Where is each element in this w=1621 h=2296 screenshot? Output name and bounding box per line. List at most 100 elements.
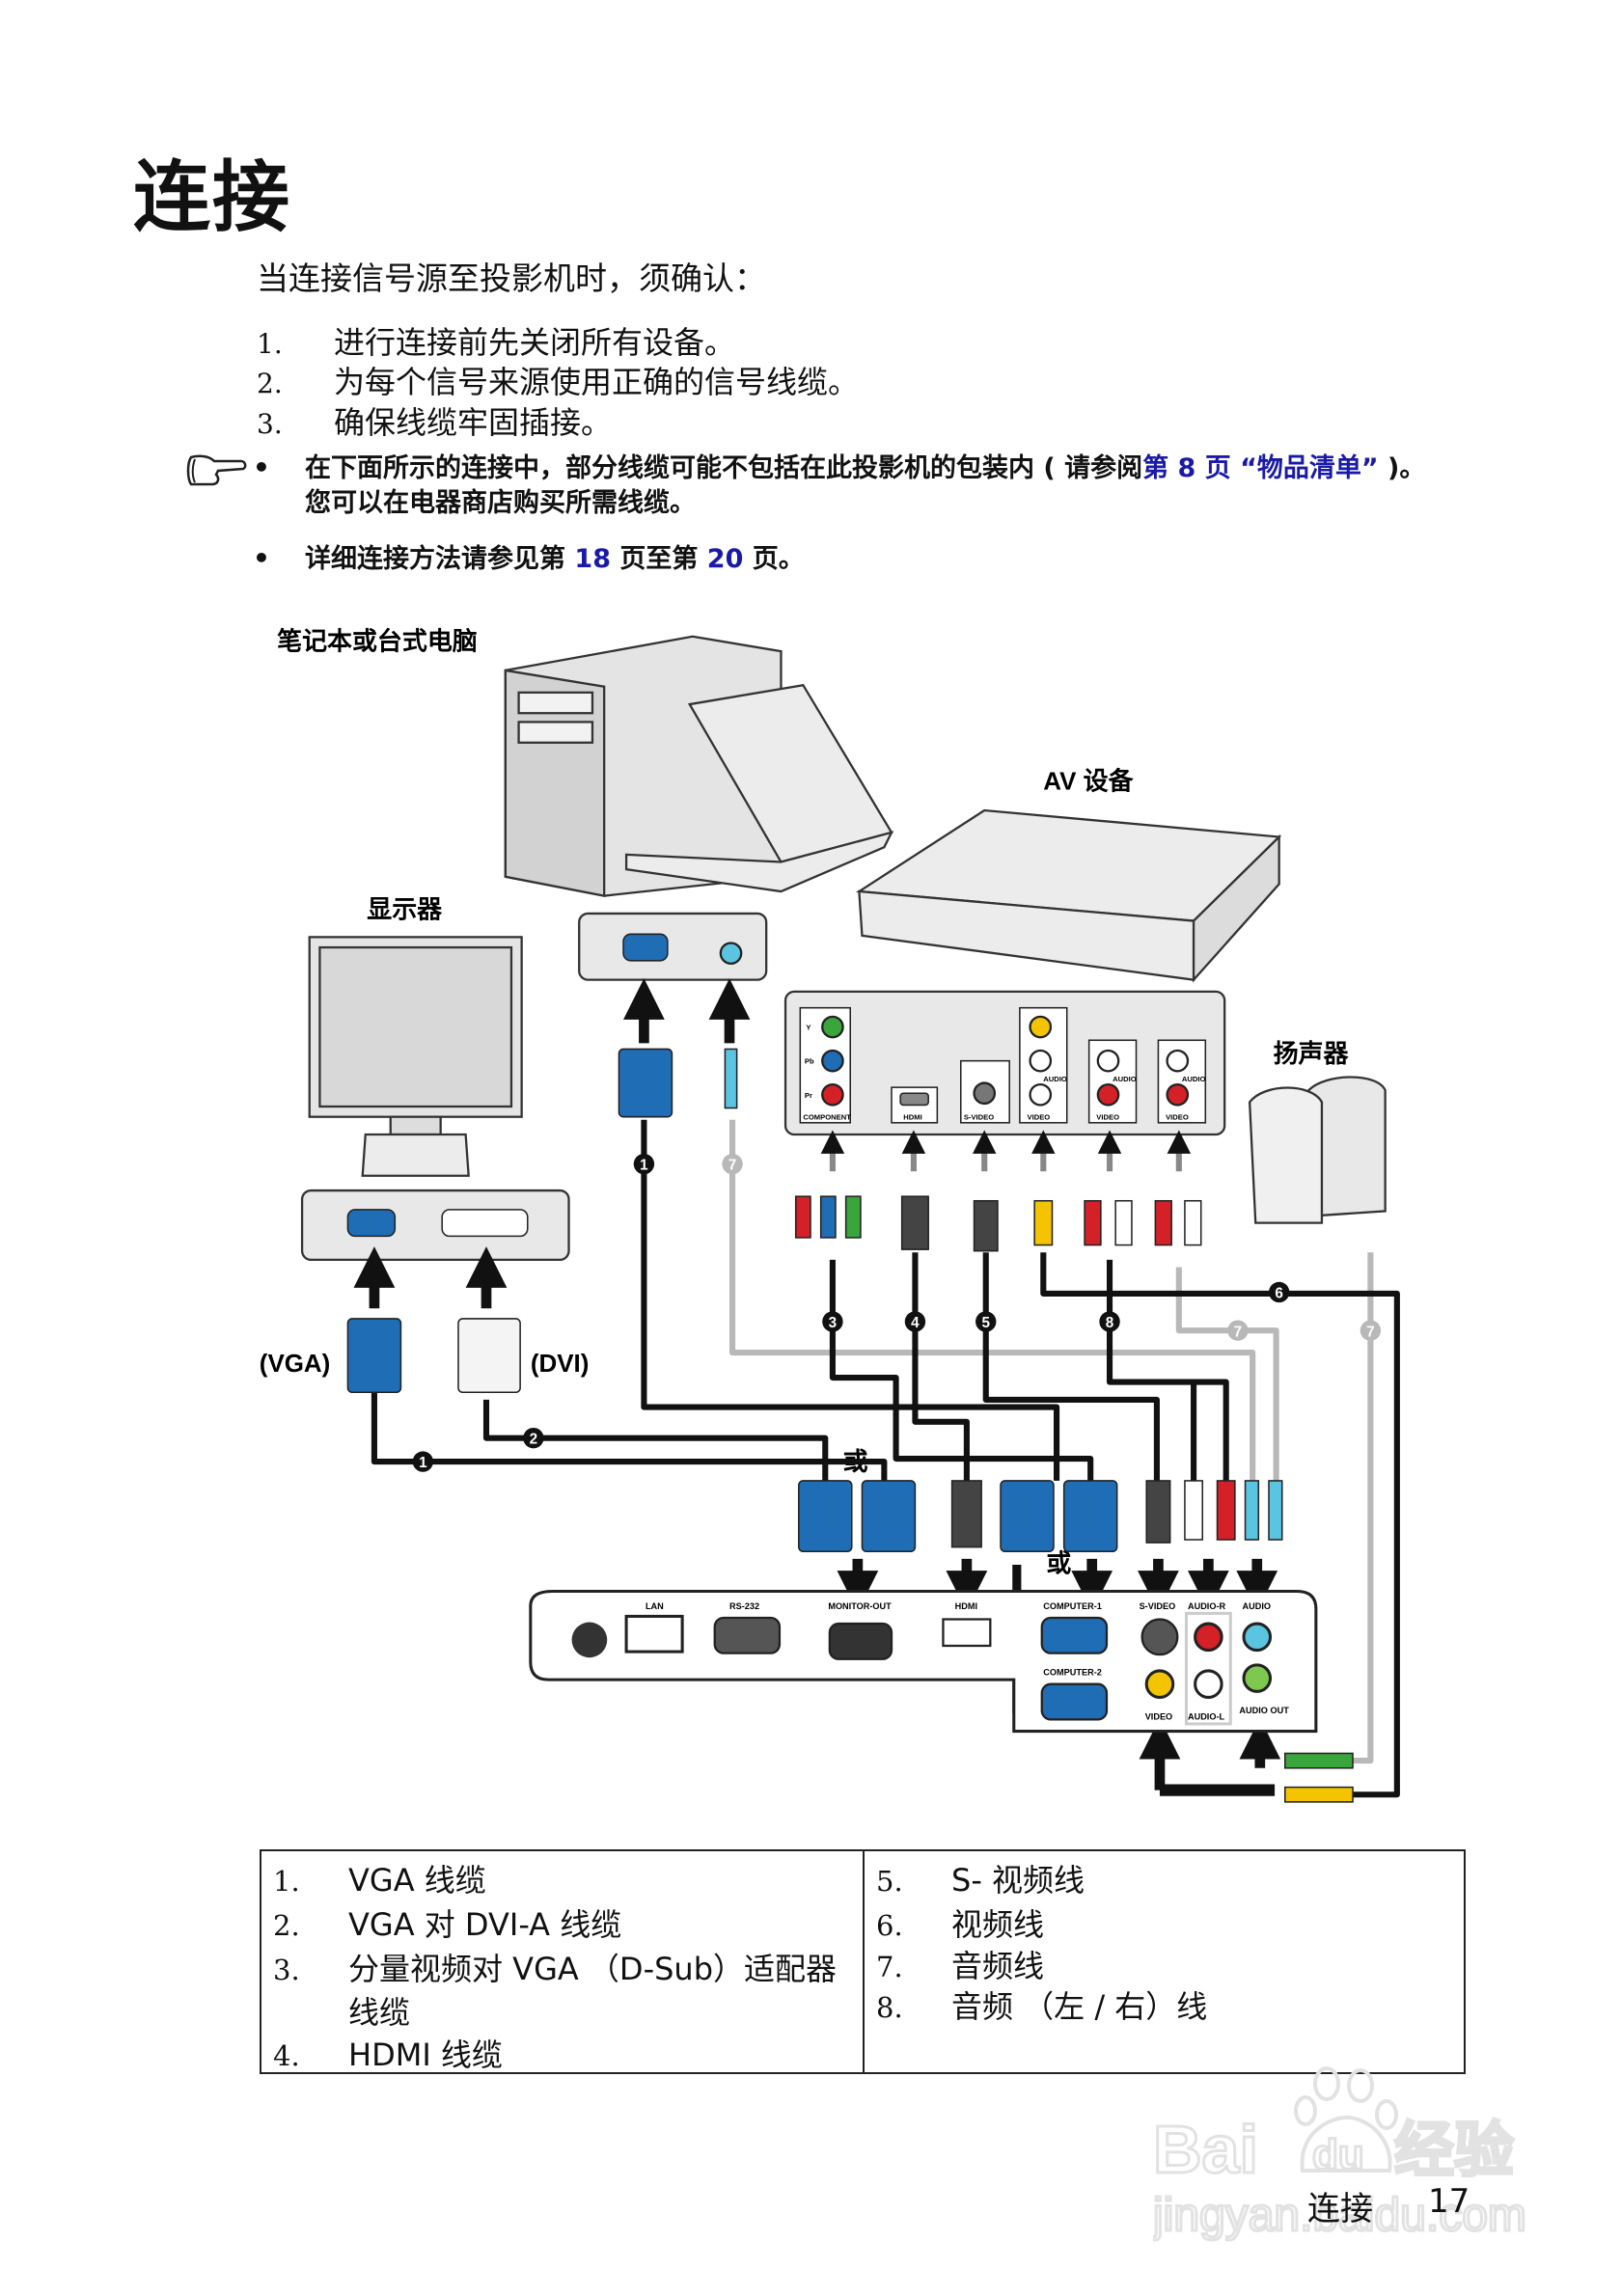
port-label-rs232: RS-232 bbox=[729, 1601, 759, 1611]
intro-text: 当连接信号源至投影机时，须确认： bbox=[257, 260, 766, 297]
page-8-link[interactable]: 第 8 页 “物品清单” bbox=[1142, 453, 1379, 483]
laptop-icon bbox=[624, 683, 894, 893]
pc-port-panel bbox=[578, 912, 768, 981]
cable-badge-7: 7 bbox=[722, 1153, 743, 1175]
table-row: 1.VGA 线缆 bbox=[273, 1862, 486, 1899]
port-label: VIDEO bbox=[1166, 1113, 1189, 1122]
cable-2 bbox=[482, 1399, 829, 1481]
cable-7-pc bbox=[729, 1119, 1256, 1481]
computer-label: 笔记本或台式电脑 bbox=[277, 627, 478, 656]
port-label: AUDIO bbox=[1043, 1075, 1067, 1083]
port-label-audio-l: AUDIO-L bbox=[1188, 1711, 1225, 1721]
step-text: 进行连接前先关闭所有设备。 bbox=[334, 324, 736, 361]
port-label: VIDEO bbox=[1028, 1113, 1051, 1122]
table-divider bbox=[863, 1851, 865, 2072]
port-label-monitor-out: MONITOR-OUT bbox=[828, 1601, 892, 1611]
svg-text:4: 4 bbox=[911, 1315, 920, 1331]
av-output-panel: Y Pb Pr COMPONENT HDMI S-VIDEO AUDIO VID… bbox=[783, 990, 1226, 1136]
cable-badge-8: 8 bbox=[1099, 1311, 1120, 1332]
monitor-port-panel bbox=[300, 1189, 570, 1261]
svg-text:2: 2 bbox=[530, 1432, 538, 1448]
monitor-icon bbox=[308, 936, 523, 1177]
table-row: 5.S- 视频线 bbox=[876, 1862, 1085, 1899]
step-item: 3. 确保线缆牢固插接。 bbox=[257, 398, 612, 443]
port-label-computer-2: COMPUTER-2 bbox=[1043, 1668, 1102, 1678]
note-text: 详细连接方法请参见第 bbox=[305, 544, 575, 574]
port-label: AUDIO bbox=[1113, 1075, 1137, 1083]
cable-4 bbox=[912, 1252, 970, 1481]
baidu-watermark-logo: Bai du 经验 jingyan.baidu.com bbox=[1153, 2066, 1527, 2243]
cable-6 bbox=[1040, 1252, 1400, 1798]
table-row: 2.VGA 对 DVI-A 线缆 bbox=[273, 1906, 622, 1943]
svg-text:6: 6 bbox=[1275, 1286, 1283, 1302]
monitor-label: 显示器 bbox=[367, 895, 443, 924]
cable-badge-2: 2 bbox=[523, 1427, 544, 1449]
port-label-s-video: S-VIDEO bbox=[1140, 1601, 1176, 1611]
port-label-audio-r: AUDIO-R bbox=[1188, 1601, 1226, 1611]
svg-text:jingyan.baidu.com: jingyan.baidu.com bbox=[1153, 2190, 1526, 2241]
port-label-video: VIDEO bbox=[1145, 1711, 1173, 1721]
page-number: 17 bbox=[1428, 2182, 1470, 2221]
cable-badge-6: 6 bbox=[1268, 1281, 1290, 1303]
cables bbox=[371, 1119, 1400, 1798]
port-label: AUDIO bbox=[1182, 1075, 1206, 1083]
page-18-link[interactable]: 18 bbox=[574, 544, 611, 574]
projector-rear-panel: LAN RS-232 MONITOR-OUT HDMI COMPUTER-1 S… bbox=[529, 1589, 1318, 1734]
cable-1-pc bbox=[641, 1119, 1060, 1481]
svg-text:Bai: Bai bbox=[1153, 2112, 1258, 2187]
cable-1-monitor bbox=[371, 1392, 888, 1481]
vga-label: (VGA) bbox=[260, 1349, 331, 1378]
port-label: Pb bbox=[805, 1057, 814, 1066]
port-label: Y bbox=[806, 1024, 810, 1032]
cable-badge-1: 1 bbox=[412, 1451, 434, 1472]
table-row: 8.音频 （左 / 右）线 bbox=[876, 1988, 1208, 2025]
cable-5 bbox=[982, 1252, 1160, 1481]
arrows bbox=[353, 978, 1281, 1790]
step-text: 确保线缆牢固插接。 bbox=[334, 404, 613, 441]
svg-text:7: 7 bbox=[728, 1158, 737, 1174]
cable-3 bbox=[829, 1259, 1094, 1481]
page-20-link[interactable]: 20 bbox=[706, 544, 744, 574]
svg-text:du: du bbox=[1312, 2131, 1364, 2178]
bullet: • bbox=[253, 451, 270, 483]
speakers-icon bbox=[1248, 1076, 1387, 1224]
note-text: 在下面所示的连接中，部分线缆可能不包括在此投影机的包装内 ( 请参阅 bbox=[305, 453, 1143, 483]
cable-badge-1: 1 bbox=[633, 1153, 655, 1175]
svg-text:8: 8 bbox=[1106, 1315, 1114, 1331]
svg-text:经验: 经验 bbox=[1394, 2118, 1514, 2184]
note-text: 您可以在电器商店购买所需线缆。 bbox=[305, 488, 696, 518]
svg-text:1: 1 bbox=[419, 1455, 427, 1471]
step-item: 2.为每个信号来源使用正确的信号线缆。 bbox=[257, 358, 859, 402]
svg-text:7: 7 bbox=[1366, 1324, 1375, 1340]
cable-badge-7: 7 bbox=[1227, 1320, 1249, 1341]
table-row: 6.视频线 bbox=[876, 1906, 1045, 1943]
step-number: 3. bbox=[257, 408, 283, 440]
port-label: HDMI bbox=[903, 1113, 921, 1122]
table-row: 4.HDMI 线缆 bbox=[273, 2036, 503, 2073]
port-label: Pr bbox=[805, 1091, 812, 1100]
port-label: COMPONENT bbox=[803, 1113, 851, 1122]
svg-text:3: 3 bbox=[829, 1315, 838, 1331]
footer-section: 连接 bbox=[1307, 2190, 1373, 2228]
table-row: 线缆 bbox=[348, 1994, 411, 2031]
bullet: • bbox=[253, 542, 270, 574]
note-text: 页。 bbox=[743, 544, 805, 574]
port-label: VIDEO bbox=[1096, 1113, 1119, 1122]
port-label-computer-1: COMPUTER-1 bbox=[1043, 1601, 1102, 1611]
av-device-label: AV 设备 bbox=[1043, 767, 1134, 796]
port-label-hdmi: HDMI bbox=[955, 1601, 977, 1611]
cable-badge-3: 3 bbox=[822, 1311, 843, 1332]
pointing-hand-icon bbox=[186, 454, 247, 486]
cable-badge-4: 4 bbox=[904, 1311, 926, 1332]
cable-7-speaker bbox=[1348, 1252, 1374, 1764]
speaker-label: 扬声器 bbox=[1274, 1039, 1350, 1068]
projector-plugs bbox=[798, 1480, 1354, 1803]
svg-text:7: 7 bbox=[1234, 1324, 1243, 1340]
note-text: )。 bbox=[1378, 453, 1426, 483]
note-2: 详细连接方法请参见第 18 页至第 20 页。 bbox=[305, 542, 805, 577]
vga-plug-icons bbox=[346, 1048, 738, 1394]
port-label-audio: AUDIO bbox=[1242, 1601, 1271, 1611]
step-item: 1.进行连接前先关闭所有设备。 bbox=[257, 318, 735, 363]
svg-text:1: 1 bbox=[640, 1158, 648, 1174]
